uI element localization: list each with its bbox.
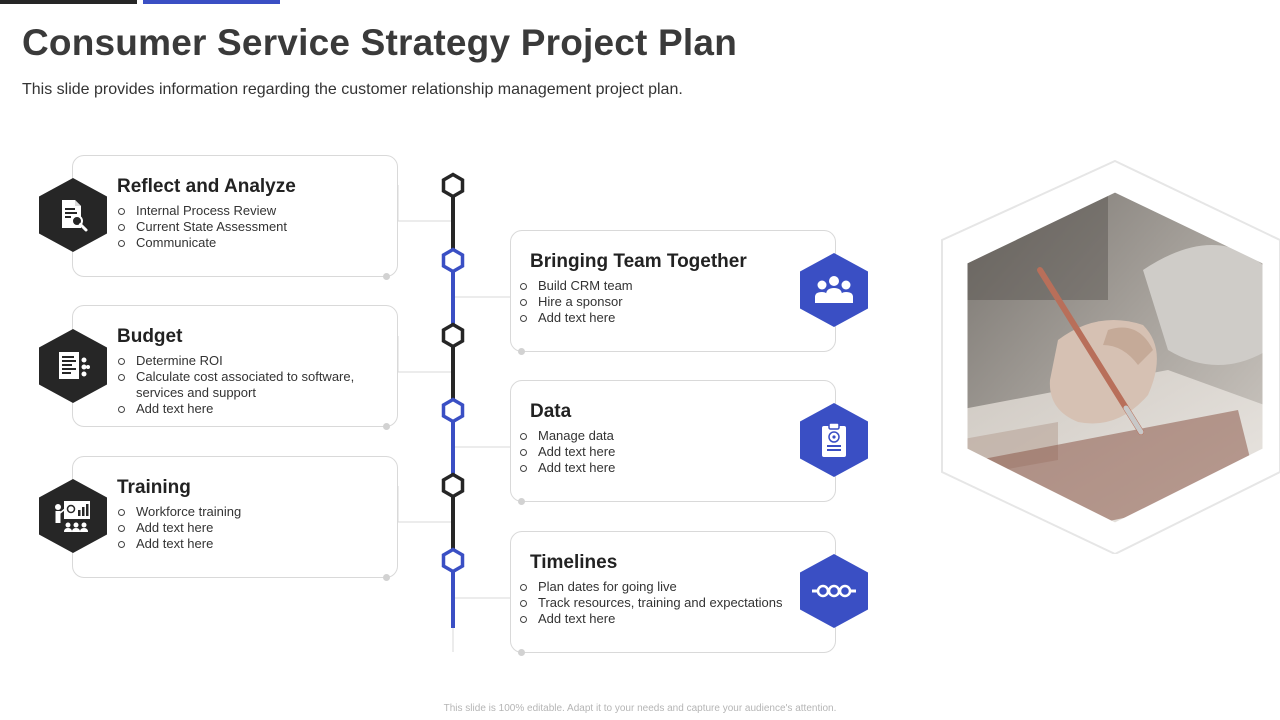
step-card-reflect-analyze: Reflect and Analyze Internal Process Rev… xyxy=(72,155,398,280)
step-item: Track resources, training and expectatio… xyxy=(519,595,809,611)
step-item: Calculate cost associated to software, s… xyxy=(117,369,392,401)
timeline-node-5 xyxy=(441,472,465,499)
step-item: Add text here xyxy=(519,460,809,476)
step-title: Budget xyxy=(117,326,183,347)
step-item: Hire a sponsor xyxy=(519,294,809,310)
step-card-timelines: Timelines Plan dates for going live Trac… xyxy=(510,531,836,656)
step-item: Add text here xyxy=(117,401,392,417)
timeline-node-1 xyxy=(441,172,465,199)
budget-report-icon xyxy=(39,329,107,403)
timeline-node-4 xyxy=(441,397,465,424)
step-items: Internal Process Review Current State As… xyxy=(117,203,392,251)
slide-subtitle: This slide provides information regardin… xyxy=(22,81,683,98)
card-end-dot xyxy=(383,423,390,430)
card-end-dot xyxy=(383,273,390,280)
step-card-budget: Budget Determine ROI Calculate cost asso… xyxy=(72,305,398,430)
step-card-data: Data Manage data Add text here Add text … xyxy=(510,380,836,505)
timeline-node-6 xyxy=(441,547,465,574)
step-items: Determine ROI Calculate cost associated … xyxy=(117,353,392,417)
top-accent-bar-blue xyxy=(143,0,280,4)
card-end-dot xyxy=(518,649,525,656)
step-items: Plan dates for going live Track resource… xyxy=(519,579,809,627)
slide-title: Consumer Service Strategy Project Plan xyxy=(22,22,737,63)
connector-step-5 xyxy=(397,486,453,523)
step-card-bringing-team-together: Bringing Team Together Build CRM team Hi… xyxy=(510,230,836,355)
step-item: Manage data xyxy=(519,428,809,444)
step-item: Internal Process Review xyxy=(117,203,392,219)
step-item: Determine ROI xyxy=(117,353,392,369)
step-items: Build CRM team Hire a sponsor Add text h… xyxy=(519,278,809,326)
step-item: Add text here xyxy=(519,611,809,627)
step-item: Add text here xyxy=(519,444,809,460)
card-end-dot xyxy=(518,498,525,505)
step-item: Current State Assessment xyxy=(117,219,392,235)
top-accent-bar-dark xyxy=(0,0,137,4)
step-title: Reflect and Analyze xyxy=(117,176,296,197)
hand-writing-photo xyxy=(941,160,1280,554)
connector-step-1 xyxy=(397,185,453,222)
step-item: Workforce training xyxy=(117,504,392,520)
step-item: Plan dates for going live xyxy=(519,579,809,595)
step-item: Communicate xyxy=(117,235,392,251)
step-card-training: Training Workforce training Add text her… xyxy=(72,456,398,581)
card-end-dot xyxy=(383,574,390,581)
timeline xyxy=(397,172,511,652)
step-item: Build CRM team xyxy=(519,278,809,294)
step-title: Data xyxy=(530,401,572,422)
card-end-dot xyxy=(518,348,525,355)
step-title: Timelines xyxy=(530,552,618,573)
step-item: Add text here xyxy=(519,310,809,326)
step-item: Add text here xyxy=(117,520,392,536)
step-item: Add text here xyxy=(117,536,392,552)
timeline-connectors xyxy=(397,185,511,652)
step-items: Manage data Add text here Add text here xyxy=(519,428,809,476)
footer-note: This slide is 100% editable. Adapt it to… xyxy=(443,703,837,714)
step-items: Workforce training Add text here Add tex… xyxy=(117,504,392,552)
connector-step-3 xyxy=(397,336,453,373)
timeline-node-2 xyxy=(441,247,465,274)
step-title: Bringing Team Together xyxy=(530,251,747,272)
step-title: Training xyxy=(117,477,191,498)
timeline-node-3 xyxy=(441,322,465,349)
